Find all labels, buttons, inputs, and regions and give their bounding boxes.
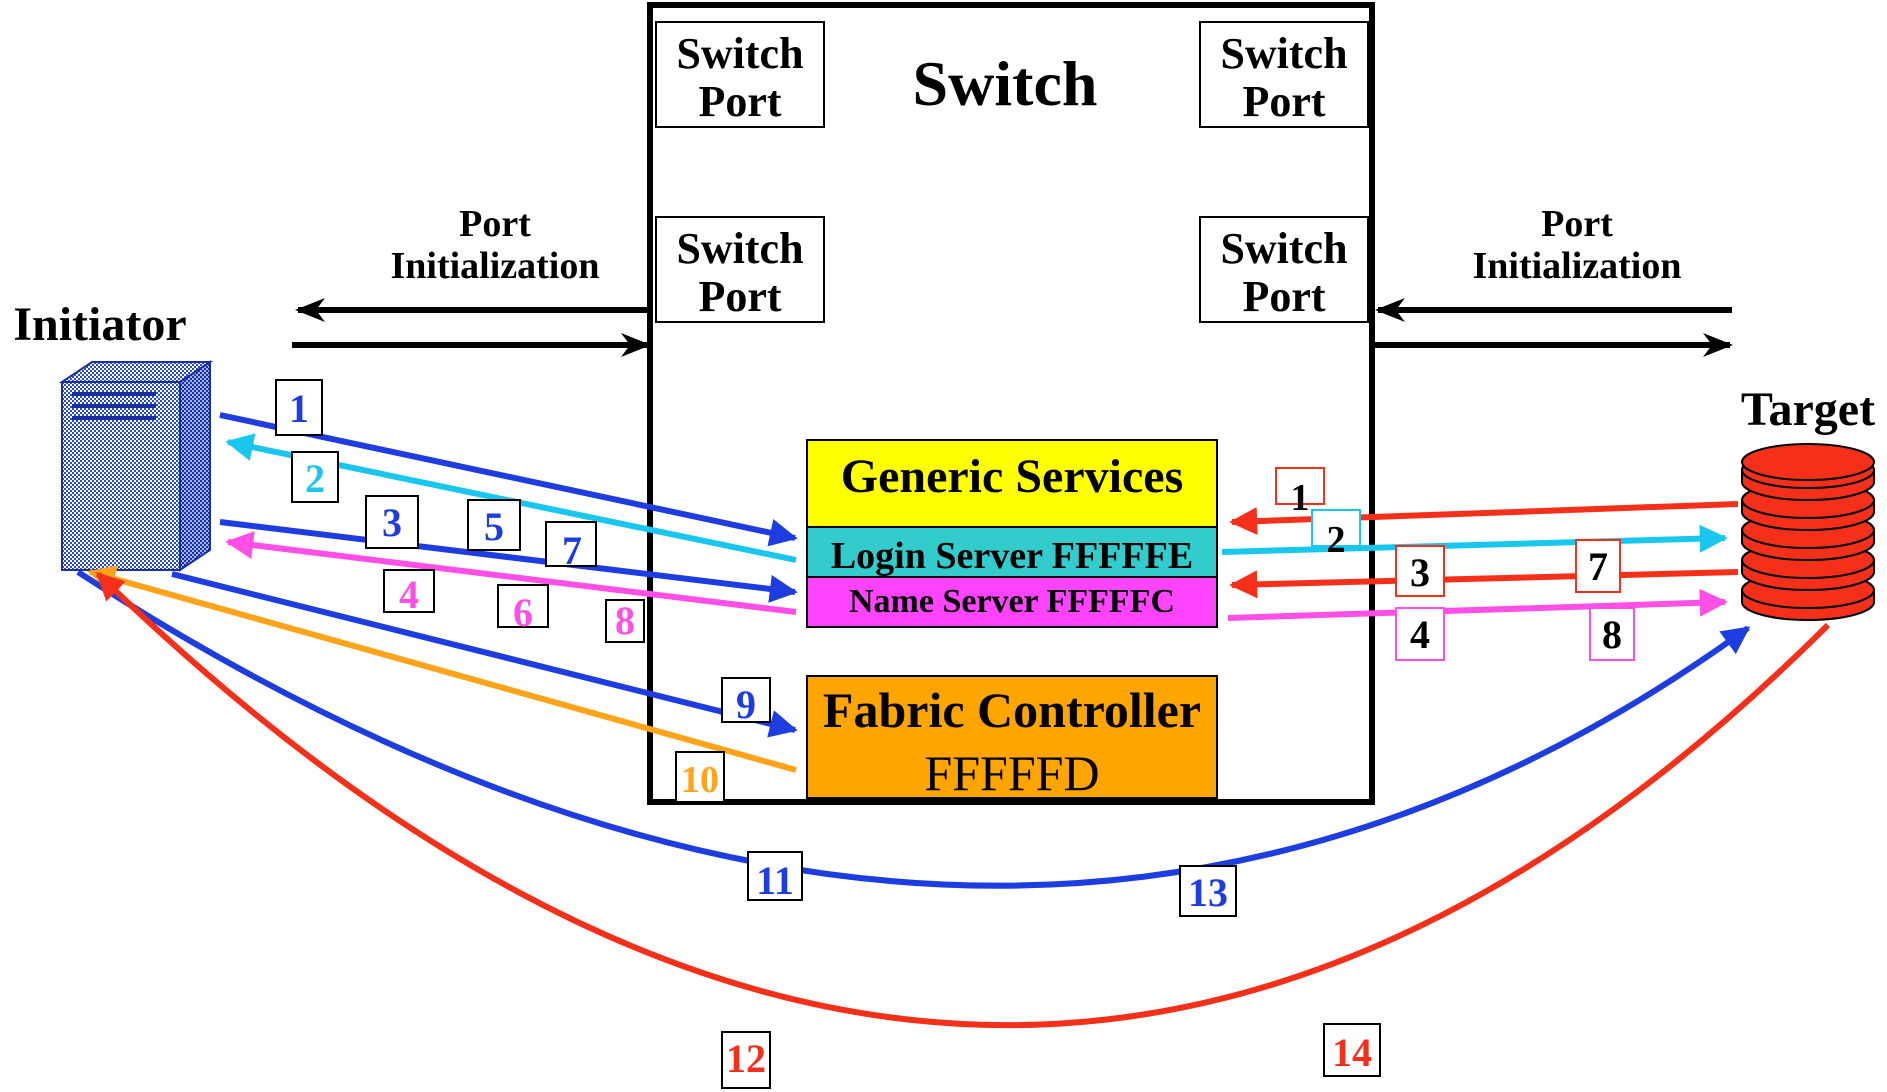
svg-text:3: 3	[1410, 550, 1430, 595]
disk-stack-icon	[1741, 443, 1875, 621]
svg-text:14: 14	[1332, 1030, 1372, 1075]
initiator-label: Initiator	[13, 298, 186, 351]
step-label: 1	[1275, 467, 1325, 519]
svg-text:8: 8	[1602, 612, 1622, 657]
login-server-box: Login Server FFFFFE	[806, 526, 1218, 578]
svg-text:4: 4	[1410, 612, 1430, 657]
arrow-9-scr	[171, 571, 798, 738]
step-label: 3	[1395, 545, 1445, 597]
switch-title: Switch	[913, 48, 1098, 119]
svg-text:3: 3	[382, 500, 402, 545]
name-server-label: Name Server FFFFFC	[849, 583, 1175, 620]
arrow-t4-register-accept	[1227, 588, 1728, 621]
step-label: 7	[1575, 539, 1621, 593]
step-label: 4	[383, 569, 435, 617]
fabric-controller-label: Fabric Controller	[823, 682, 1201, 738]
svg-text:1: 1	[289, 386, 309, 431]
svg-text:5: 5	[484, 504, 504, 549]
step-label: 2	[291, 451, 339, 503]
svg-text:1: 1	[1291, 477, 1310, 519]
arrow-10-rscn	[87, 565, 797, 773]
arrow-3-register	[219, 519, 798, 603]
arrow-t2-flogi-accept	[1221, 524, 1728, 555]
target: Target	[1741, 383, 1875, 621]
svg-text:7: 7	[1588, 544, 1608, 589]
step-label: 6	[497, 584, 549, 635]
fabric-controller-address: FFFFFD	[924, 745, 1099, 801]
switch-box: Switch	[647, 2, 1375, 805]
step-label: 1	[275, 379, 323, 436]
step-label: 9	[721, 677, 771, 727]
svg-text:2: 2	[305, 456, 325, 501]
server-icon	[58, 360, 214, 572]
fabric-controller-box: Fabric Controller FFFFFD	[806, 675, 1218, 801]
right-flow-arrows	[1221, 501, 1739, 621]
svg-text:12: 12	[726, 1036, 766, 1081]
svg-text:13: 13	[1188, 870, 1228, 915]
svg-text:7: 7	[562, 528, 582, 573]
svg-text:2: 2	[1327, 519, 1346, 561]
step-label: 8	[1589, 607, 1635, 661]
step-label: 14	[1323, 1023, 1381, 1077]
login-server-label: Login Server FFFFFE	[831, 535, 1193, 577]
step-label: 7	[545, 521, 597, 573]
svg-text:11: 11	[756, 858, 794, 903]
step-label: 13	[1179, 865, 1237, 917]
arrow-11-13-plogi	[76, 569, 1751, 889]
step-label: 11	[747, 851, 803, 903]
step-label: 4	[1395, 607, 1445, 661]
svg-text:4: 4	[399, 572, 419, 617]
svg-text:10: 10	[681, 759, 719, 801]
step-label: 12	[721, 1031, 771, 1089]
step-label: 2	[1311, 509, 1361, 561]
generic-services-label: Generic Services	[841, 450, 1184, 503]
step-labels-right: 1 2 3 4 7 8 13 14	[1179, 467, 1635, 1077]
target-label: Target	[1741, 383, 1875, 436]
initiator: Initiator	[13, 298, 214, 572]
step-label: 8	[605, 598, 645, 643]
svg-text:9: 9	[736, 682, 756, 727]
step-labels-left: 1 2 3 4 5 6 7 8	[275, 379, 803, 1089]
generic-services-box: Generic Services	[806, 439, 1218, 528]
name-server-box: Name Server FFFFFC	[806, 576, 1218, 628]
step-label: 5	[467, 499, 521, 551]
svg-text:8: 8	[615, 598, 635, 643]
arrow-12-14-plogi-accept	[95, 571, 1831, 1029]
svg-text:6: 6	[513, 590, 533, 635]
step-label: 10	[675, 751, 725, 803]
arrow-t3-register	[1229, 569, 1739, 599]
arrow-4-register-accept	[225, 531, 797, 615]
step-label: 3	[365, 495, 419, 549]
